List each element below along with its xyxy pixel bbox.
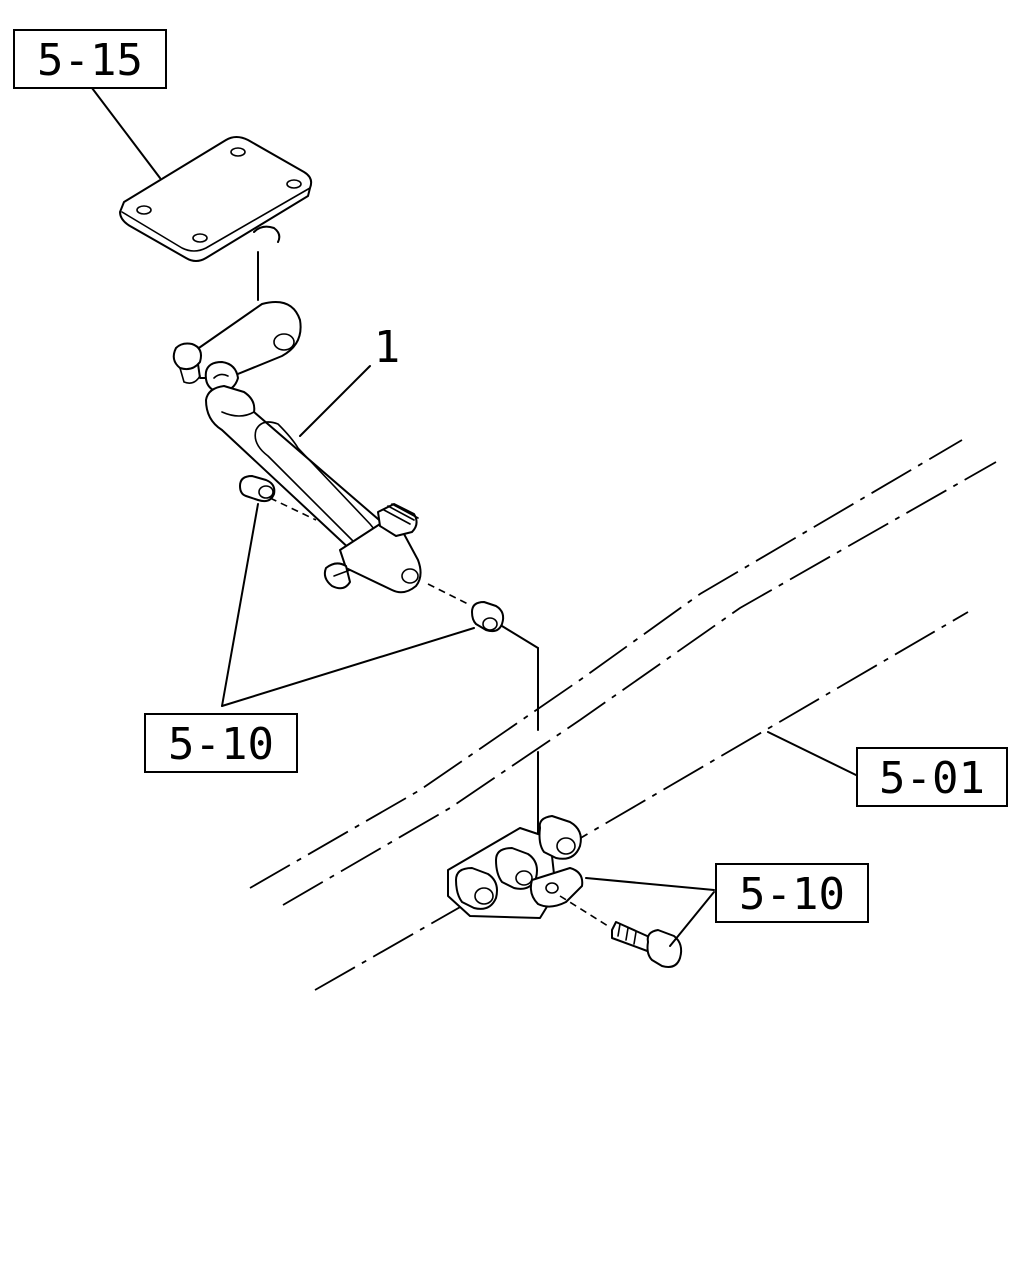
callout-left-label: 5-10: [168, 719, 274, 770]
callout-bottom: 5-10: [715, 863, 869, 923]
callout-bottom-label: 5-10: [739, 869, 845, 920]
callout-top: 5-15: [13, 29, 167, 89]
callout-right: 5-01: [856, 747, 1008, 807]
callout-top-label: 5-15: [37, 35, 143, 86]
leveling-valve-arm: [172, 301, 422, 594]
part-number-label: 1: [374, 322, 401, 373]
bushing-lower: [427, 583, 505, 633]
link-rod: [501, 625, 539, 841]
bushing-upper: [239, 475, 317, 521]
frame-bracket: [447, 815, 609, 927]
callout-left: 5-10: [144, 713, 298, 773]
bolt: [611, 921, 683, 968]
mounting-plate: [119, 136, 313, 301]
leader-lines: [91, 87, 859, 947]
callout-right-label: 5-01: [879, 753, 985, 804]
